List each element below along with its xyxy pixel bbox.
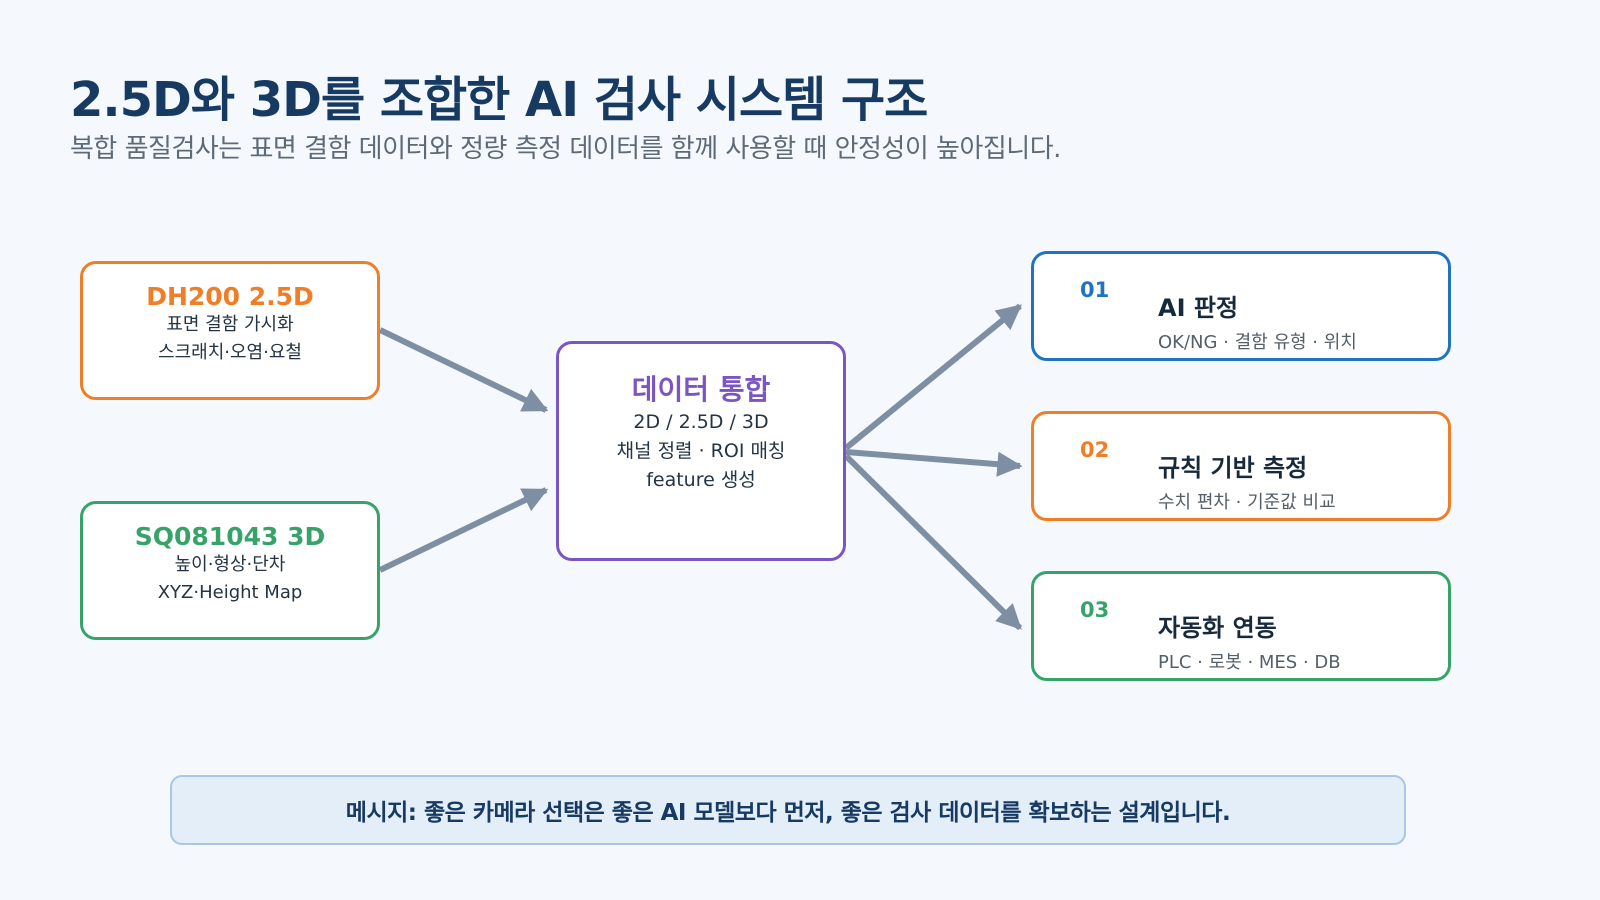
page-title: 2.5D와 3D를 조합한 AI 검사 시스템 구조	[70, 72, 928, 128]
hub-name: 데이터 통합	[631, 373, 771, 406]
output-box-ai-judgement: 01 AI 판정 OK/NG · 결함 유형 · 위치	[1031, 251, 1451, 361]
arrow-hub-to-rule	[845, 449, 1023, 477]
arrow-sq081043-to-hub	[378, 487, 549, 573]
arrow-dh200-to-hub	[378, 327, 549, 413]
source-box-dh200: DH200 2.5D 표면 결함 가시화 스크래치·오염·요철	[80, 261, 380, 400]
source-line: 스크래치·오염·요철	[158, 342, 302, 363]
output-box-automation-link: 03 자동화 연동 PLC · 로봇 · MES · DB	[1031, 571, 1451, 681]
output-description: OK/NG · 결함 유형 · 위치	[1158, 332, 1357, 353]
source-line: 높이·형상·단차	[174, 554, 286, 575]
hub-line: feature 생성	[646, 469, 756, 491]
output-number: 01	[1080, 278, 1110, 302]
output-description: 수치 편차 · 기준값 비교	[1158, 492, 1336, 513]
output-box-rule-measurement: 02 규칙 기반 측정 수치 편차 · 기준값 비교	[1031, 411, 1451, 521]
message-banner: 메시지: 좋은 카메라 선택은 좋은 AI 모델보다 먼저, 좋은 검사 데이터…	[170, 775, 1406, 845]
output-title: 규칙 기반 측정	[1158, 454, 1308, 482]
output-description: PLC · 로봇 · MES · DB	[1158, 652, 1341, 673]
arrow-hub-to-ai	[844, 303, 1022, 451]
output-title: AI 판정	[1158, 294, 1239, 322]
output-title: 자동화 연동	[1158, 614, 1277, 642]
output-number: 02	[1080, 438, 1110, 462]
source-line: XYZ·Height Map	[157, 582, 303, 603]
source-name: DH200 2.5D	[146, 282, 314, 311]
output-number: 03	[1080, 598, 1110, 622]
data-integration-box: 데이터 통합 2D / 2.5D / 3D 채널 정렬 · ROI 매칭 fea…	[556, 341, 846, 561]
source-name: SQ081043 3D	[134, 522, 326, 551]
arrow-hub-to-automation	[843, 453, 1023, 631]
source-line: 표면 결함 가시화	[166, 314, 294, 335]
hub-line: 2D / 2.5D / 3D	[633, 411, 769, 433]
hub-line: 채널 정렬 · ROI 매칭	[616, 440, 786, 462]
source-box-sq081043: SQ081043 3D 높이·형상·단차 XYZ·Height Map	[80, 501, 380, 640]
page-subtitle: 복합 품질검사는 표면 결함 데이터와 정량 측정 데이터를 함께 사용할 때 …	[70, 134, 1061, 164]
